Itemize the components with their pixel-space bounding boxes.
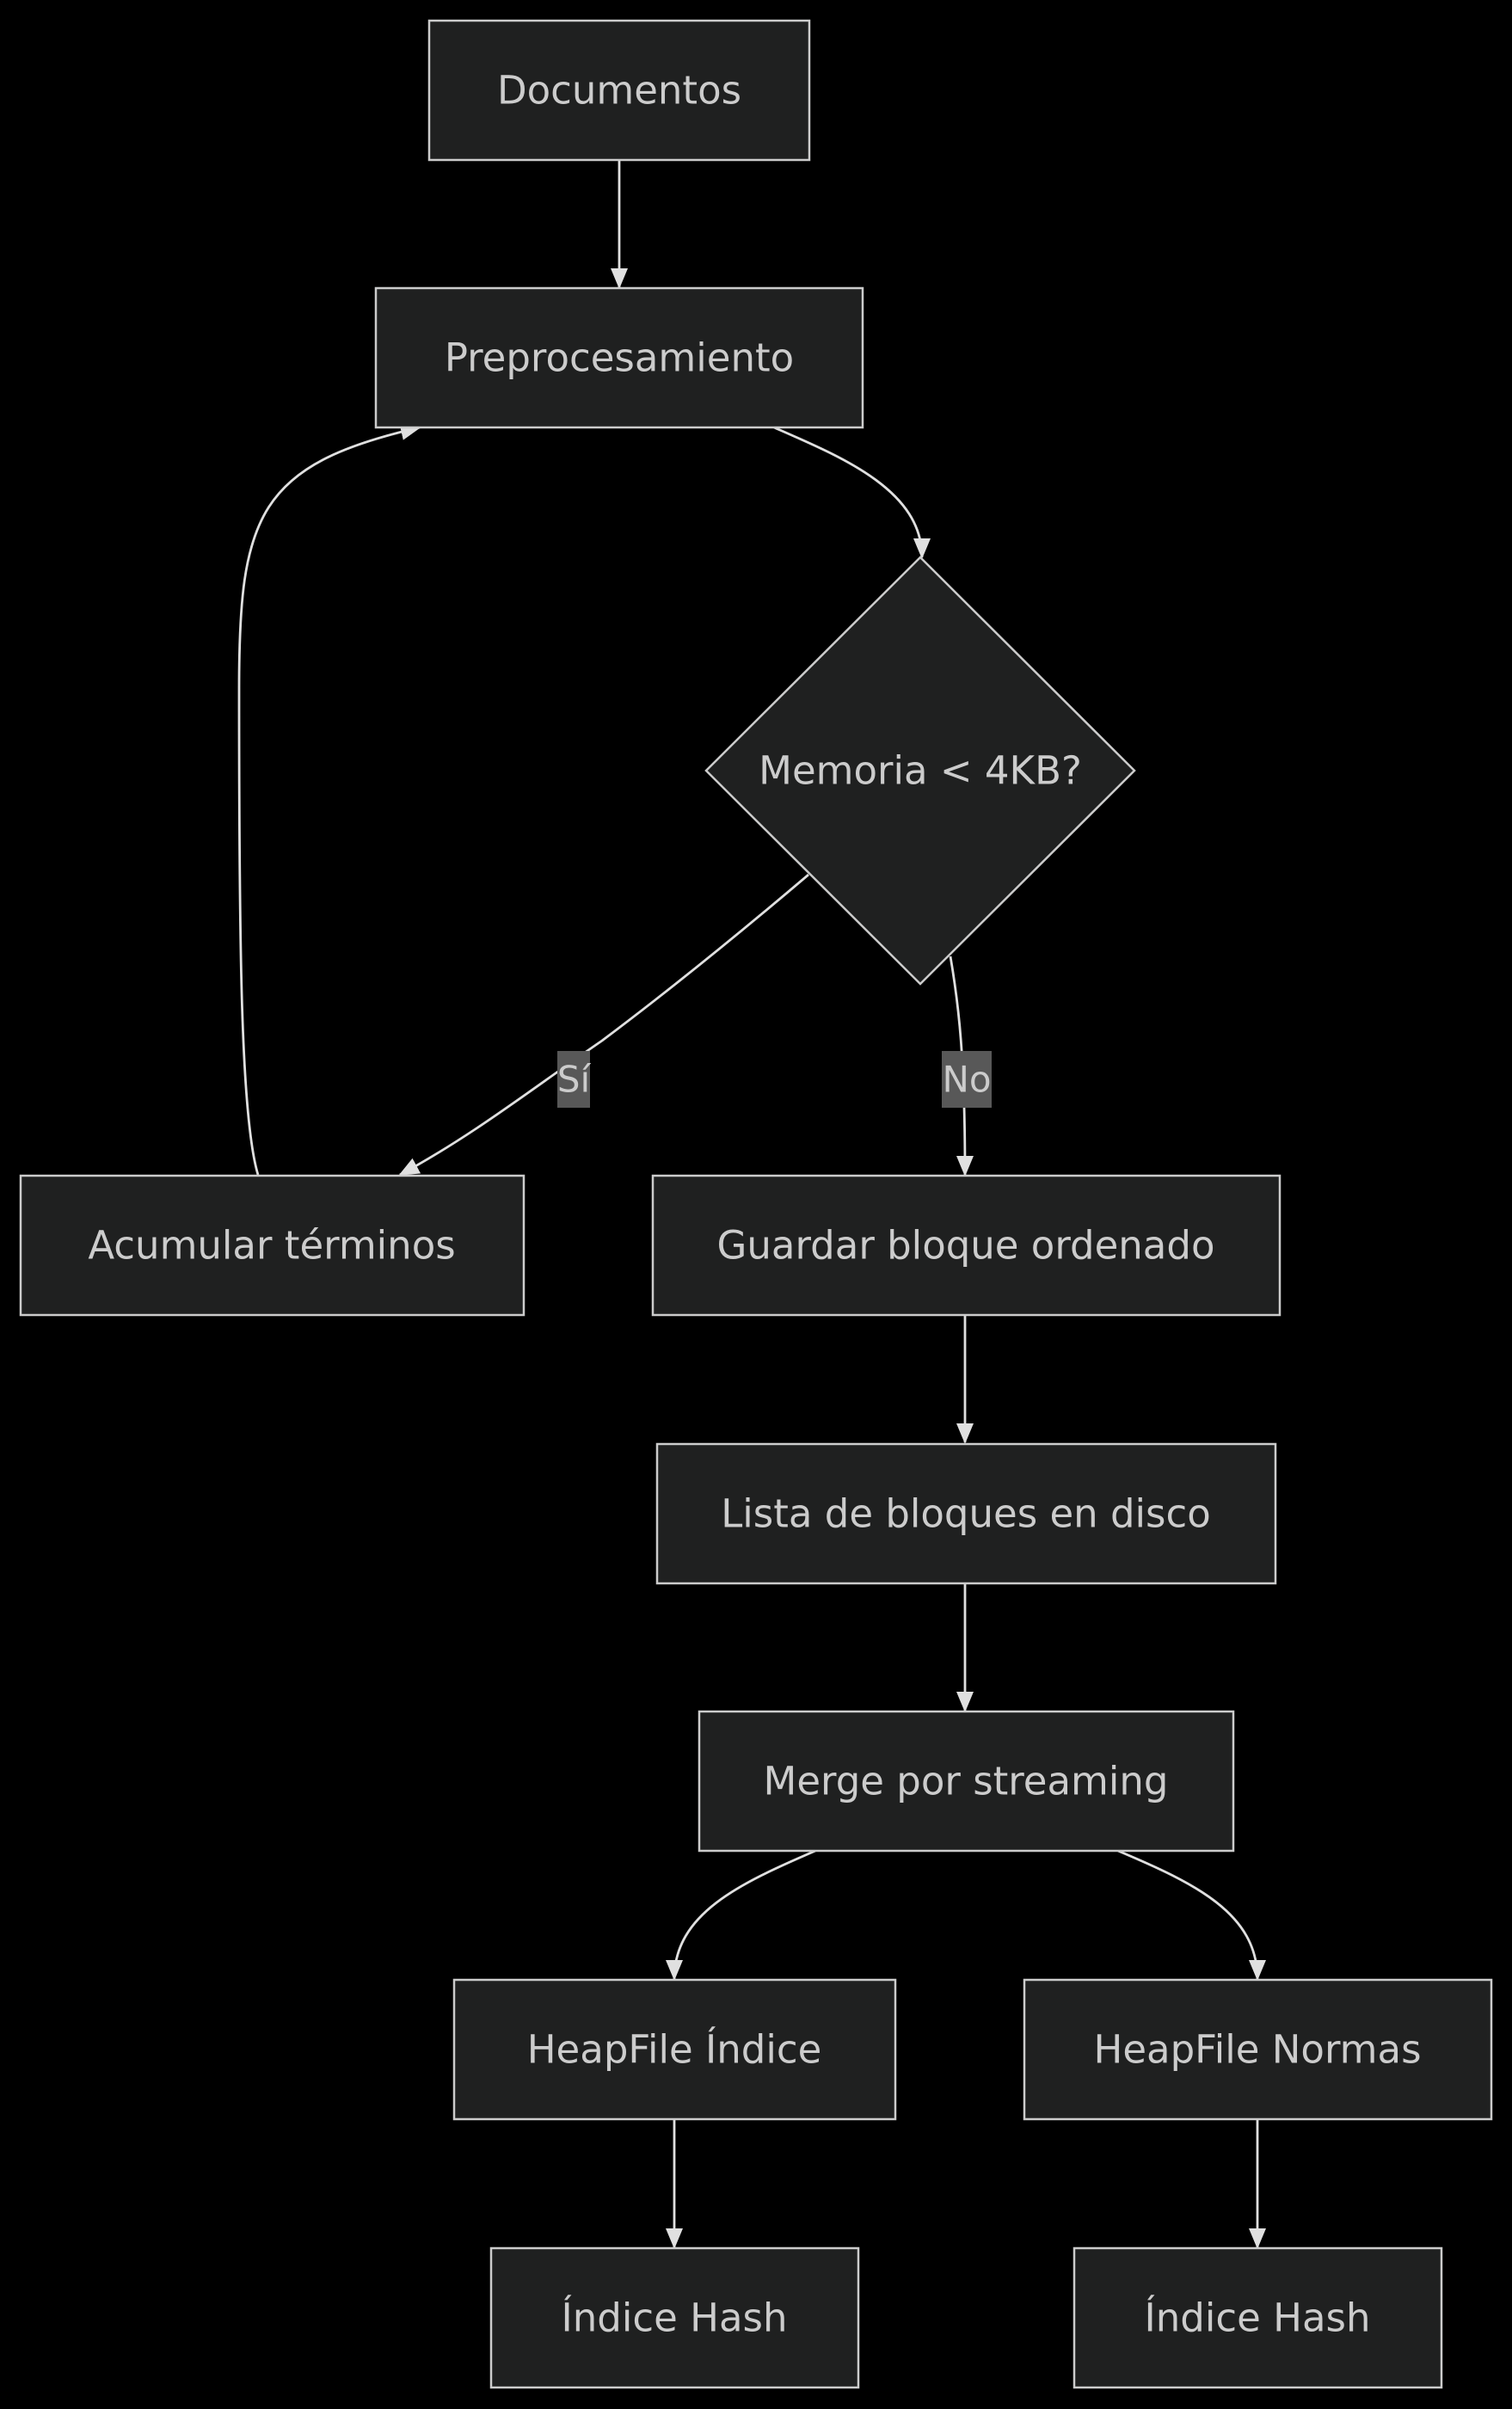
node-merge-label: Merge por streaming: [764, 1759, 1169, 1804]
node-guardar[interactable]: Guardar bloque ordenado: [651, 1174, 1282, 1317]
edges: [237, 160, 1266, 2249]
node-hash-normas-label: Índice Hash: [1145, 2295, 1371, 2341]
edge-label-si: Sí: [557, 1051, 592, 1108]
edge-label-no-text: No: [942, 1059, 991, 1101]
edge-preprocesamiento-decision: [773, 426, 931, 559]
node-preprocesamiento-label: Preprocesamiento: [445, 335, 794, 381]
node-heap-normas[interactable]: HeapFile Normas: [1023, 1978, 1493, 2121]
edge-merge-heap-indice: [666, 1849, 816, 1981]
edge-decision-acumular: [398, 873, 809, 1177]
node-acumular[interactable]: Acumular términos: [19, 1174, 526, 1317]
node-merge[interactable]: Merge por streaming: [698, 1710, 1235, 1853]
edge-label-no: No: [942, 1051, 992, 1108]
node-guardar-label: Guardar bloque ordenado: [717, 1223, 1215, 1269]
node-lista-label: Lista de bloques en disco: [721, 1491, 1211, 1537]
node-lista[interactable]: Lista de bloques en disco: [655, 1442, 1277, 1585]
node-preprocesamiento[interactable]: Preprocesamiento: [374, 286, 864, 429]
node-documentos[interactable]: Documentos: [427, 19, 811, 162]
node-heap-indice-label: HeapFile Índice: [527, 2027, 822, 2073]
node-hash-indice[interactable]: Índice Hash: [489, 2246, 860, 2389]
node-heap-indice[interactable]: HeapFile Índice: [452, 1978, 897, 2121]
node-decision-label: Memoria < 4KB?: [759, 748, 1082, 794]
edge-acumular-preprocesamiento: [237, 423, 421, 1176]
node-acumular-label: Acumular términos: [88, 1223, 455, 1269]
node-hash-normas[interactable]: Índice Hash: [1073, 2246, 1443, 2389]
node-decision[interactable]: Memoria < 4KB?: [704, 556, 1136, 986]
node-documentos-label: Documentos: [497, 68, 741, 114]
edge-merge-heap-normas: [1117, 1849, 1266, 1981]
edge-decision-guardar: [949, 956, 974, 1177]
edge-label-si-text: Sí: [557, 1059, 592, 1101]
node-hash-indice-label: Índice Hash: [562, 2295, 788, 2341]
node-heap-normas-label: HeapFile Normas: [1093, 2027, 1421, 2073]
